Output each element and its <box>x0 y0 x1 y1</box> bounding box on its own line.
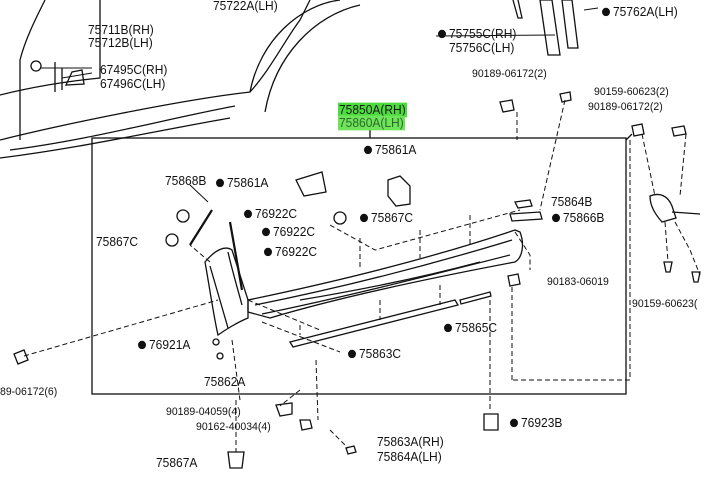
label-75863a: 75863A(RH) <box>377 434 444 450</box>
wheel-arch-outer <box>249 0 341 93</box>
label-75860a: 75860A(LH) <box>338 115 405 131</box>
cap-76923b <box>483 413 499 431</box>
moulding-strip-75865c <box>459 291 492 305</box>
bullet-icon <box>552 213 560 223</box>
door-outline <box>0 0 311 141</box>
label-75867a: 75867A <box>156 455 198 471</box>
front-flap <box>204 247 249 337</box>
label-75712b: 75712B(LH) <box>88 35 153 51</box>
label-90189-06172-c: 89-06172(6) <box>0 385 58 399</box>
label-90189-06172-a: 90189-06172(2) <box>472 67 547 81</box>
label-75722a: 75722A(LH) <box>213 0 278 14</box>
label-75850a: 75850A(RH) <box>338 102 407 118</box>
rocker-panel <box>247 229 524 319</box>
label-90159-60623-a: 90159-60623(2) <box>594 85 669 99</box>
bullet-icon <box>364 145 372 155</box>
label-75756c: 75756C(LH) <box>449 40 515 56</box>
assembly-frame <box>91 137 627 395</box>
bullet-icon <box>602 7 610 17</box>
bullet-icon <box>444 323 452 333</box>
screw-90162 <box>299 419 313 431</box>
label-76922c-3: 76922C <box>264 245 317 260</box>
clip-left <box>13 349 29 365</box>
label-75867c-left: 75867C <box>96 234 139 250</box>
bracket-75861a-left <box>295 171 327 197</box>
bullet-icon <box>262 227 270 237</box>
label-75711b: 75711B(RH) <box>88 22 154 38</box>
label-67495c: 67495C(RH) <box>100 62 168 78</box>
pillar-strip <box>539 0 561 56</box>
clip-90183 <box>507 273 521 287</box>
label-90162-40034: 90162-40034(4) <box>196 420 271 434</box>
bullet-icon <box>138 340 146 350</box>
label-76921a: 76921A <box>138 338 190 353</box>
label-90189-06172-b: 90189-06172(2) <box>588 100 663 114</box>
label-90159-60623-b: 90159-60623( <box>632 297 698 311</box>
clip-90189-04059 <box>275 402 293 417</box>
label-76923b: 76923B <box>510 416 562 431</box>
label-75863c: 75863C <box>348 347 401 362</box>
label-75867c-right: 75867C <box>360 211 413 226</box>
label-90189-04059: 90189-04059(4) <box>166 405 241 419</box>
car-body-outline <box>0 0 101 96</box>
label-75868b: 75868B <box>165 173 207 189</box>
label-75861a: 75861A <box>216 176 268 191</box>
mirror-shape <box>64 69 85 86</box>
label-67496c: 67496C(LH) <box>100 76 166 92</box>
label-76922c-1: 76922C <box>244 207 297 222</box>
bullet-icon <box>348 349 356 359</box>
bracket-75864b <box>514 199 533 209</box>
label-90183-06019: 90183-06019 <box>547 275 609 289</box>
label-75865c: 75865C <box>444 321 497 336</box>
bullet-icon <box>510 418 518 428</box>
label-75864a: 75864A(LH) <box>377 449 442 465</box>
bullet-icon <box>216 178 224 188</box>
bullet-icon <box>244 209 252 219</box>
bracket-75861a-top <box>387 175 411 207</box>
door-edge <box>19 0 46 140</box>
wheel-arch-inner <box>264 4 361 113</box>
side-bracket <box>649 193 677 223</box>
label-75762a: 75762A(LH) <box>602 5 678 20</box>
clip-90189-top <box>499 99 515 113</box>
bullet-icon <box>264 247 272 257</box>
label-75866b: 75866B <box>552 211 604 226</box>
label-75864b: 75864B <box>551 194 593 210</box>
clip-75863a <box>345 445 357 455</box>
bullet-icon <box>438 29 446 39</box>
screw-90159 <box>663 261 673 273</box>
label-76922c-2: 76922C <box>262 225 315 240</box>
label-75861a-top: 75861A <box>364 143 416 158</box>
fastener-75867c-2 <box>333 211 347 225</box>
bullet-icon <box>360 213 368 223</box>
bracket-75866b <box>509 211 543 222</box>
label-75755c: 75755C(RH) <box>438 27 516 42</box>
moulding-strip-75863c <box>288 299 460 348</box>
label-75862a: 75862A <box>204 374 246 390</box>
fastener-75868b <box>176 209 190 223</box>
fastener-75867c-1 <box>165 233 179 247</box>
clip-75867a <box>227 451 245 469</box>
